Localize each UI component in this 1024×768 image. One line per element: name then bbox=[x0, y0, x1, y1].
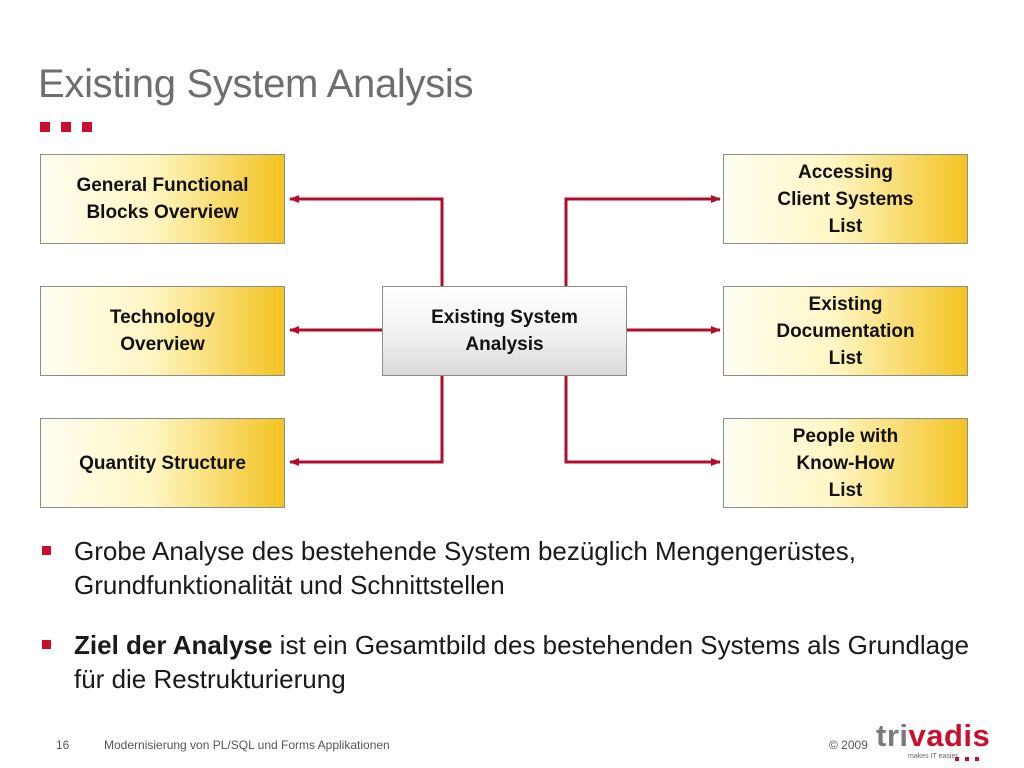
box-quantity-structure: Quantity Structure bbox=[40, 418, 285, 508]
arrow-to-general-functional-blocks bbox=[289, 195, 444, 286]
footer-subject: Modernisierung von PL/SQL und Forms Appl… bbox=[104, 738, 390, 752]
box-label: Existing Documentation List bbox=[776, 293, 915, 369]
logo-tagline: makes IT easier. bbox=[908, 753, 960, 760]
bullet-text: ist ein Gesamtbild des bestehenden Syste… bbox=[74, 630, 970, 694]
copyright: © 2009 bbox=[829, 738, 868, 752]
box-label: Accessing Client Systems List bbox=[777, 161, 914, 237]
box-label: Technology Overview bbox=[109, 307, 216, 355]
bullet-item: Grobe Analyse des bestehende System bezü… bbox=[40, 534, 1000, 602]
arrow-to-people-with-know-how bbox=[564, 376, 721, 466]
box-label: Quantity Structure bbox=[79, 452, 246, 474]
box-existing-documentation: Existing Documentation List bbox=[723, 286, 968, 376]
box-technology-overview: Technology Overview bbox=[40, 286, 285, 376]
box-label: People with Know-How List bbox=[792, 425, 899, 501]
logo-suffix: vadis bbox=[908, 718, 991, 753]
arrow-to-quantity-structure bbox=[289, 376, 444, 466]
slide-title: Existing System Analysis bbox=[38, 62, 474, 106]
bullet-marker bbox=[42, 640, 51, 649]
center-box-existing-system-analysis: Existing System Analysis bbox=[382, 286, 627, 376]
page-number: 16 bbox=[56, 738, 70, 752]
bullet-list: Grobe Analyse des bestehende System bezü… bbox=[40, 534, 1000, 696]
box-accessing-client-systems: Accessing Client Systems List bbox=[723, 154, 968, 244]
bullet-marker bbox=[42, 546, 51, 555]
box-general-functional-blocks: General Functional Blocks Overview bbox=[40, 154, 285, 244]
box-people-with-know-how: People with Know-How List bbox=[723, 418, 968, 508]
bullet-text: Grobe Analyse des bestehende System bezü… bbox=[74, 536, 856, 600]
center-box-label: Existing System Analysis bbox=[431, 307, 578, 355]
logo-prefix: tri bbox=[876, 718, 909, 753]
box-label: General Functional Blocks Overview bbox=[76, 175, 249, 223]
arrow-to-accessing-client-systems bbox=[564, 195, 721, 286]
trivadis-logo: trivadis makes IT easier. bbox=[876, 718, 990, 766]
bullet-bold-text: Ziel der Analyse bbox=[74, 630, 273, 660]
bullet-item: Ziel der Analyse ist ein Gesamtbild des … bbox=[40, 628, 1000, 696]
